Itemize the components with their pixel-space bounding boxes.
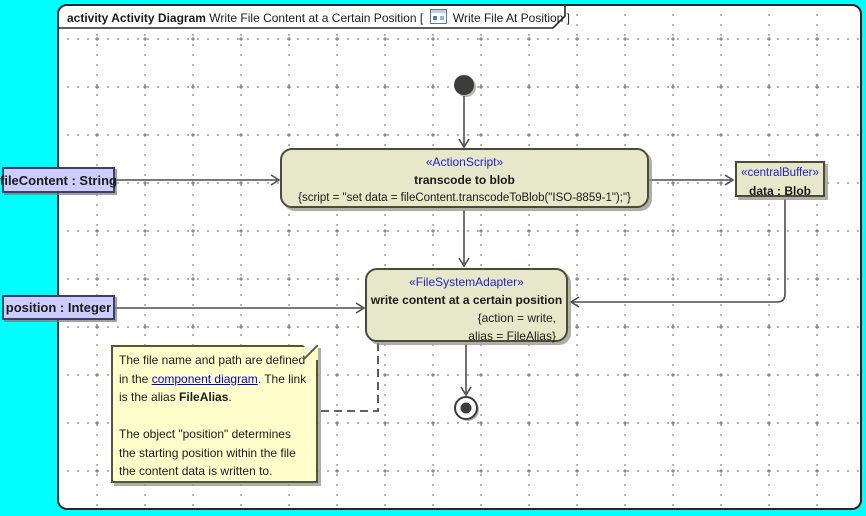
action-transcode-stereotype: «ActionScript» bbox=[425, 155, 504, 169]
frame-title-keyword: activity Activity Diagram bbox=[67, 11, 206, 25]
action-write-tag-line2: alias = FileAlias} bbox=[468, 329, 556, 343]
initial-node[interactable] bbox=[454, 75, 476, 97]
object-position-label: position : Integer bbox=[5, 300, 112, 315]
frame-title: activity Activity Diagram Write File Con… bbox=[67, 9, 627, 27]
action-write-name: write content at a certain position bbox=[370, 293, 563, 307]
note-text-bold: FileAlias bbox=[179, 390, 229, 404]
action-write-content[interactable]: «FileSystemAdapter» write content at a c… bbox=[365, 268, 568, 343]
frame-title-name: Write File Content at a Certain Position… bbox=[209, 11, 424, 25]
note-fold-corner-line bbox=[303, 345, 318, 360]
note-paragraph2: The object "position" determines the sta… bbox=[119, 427, 296, 478]
note-text-part3: . bbox=[228, 390, 232, 404]
edge-transcode-to-write[interactable] bbox=[458, 210, 470, 268]
action-transcode-tag: {script = "set data = fileContent.transc… bbox=[298, 192, 631, 204]
edge-position-to-write[interactable] bbox=[115, 302, 366, 314]
object-node-filecontent[interactable]: fileContent : String bbox=[0, 167, 117, 193]
object-node-position[interactable]: position : Integer bbox=[2, 295, 115, 320]
edge-initial-to-transcode[interactable] bbox=[458, 96, 470, 149]
action-transcode-to-blob[interactable]: «ActionScript» transcode to blob {script… bbox=[280, 148, 649, 208]
edge-write-to-final[interactable] bbox=[460, 344, 472, 397]
edge-buffer-to-write[interactable] bbox=[569, 199, 786, 308]
note-file-alias[interactable]: The file name and path are defined in th… bbox=[111, 345, 318, 483]
note-link-component-diagram[interactable]: component diagram bbox=[151, 371, 258, 386]
frame-title-ref: Write File At Position ] bbox=[452, 11, 571, 25]
diagram-icon bbox=[429, 9, 447, 24]
edge-transcode-to-buffer[interactable] bbox=[649, 174, 735, 186]
note-attachment-link[interactable] bbox=[320, 343, 379, 412]
buffer-name: data : Blob bbox=[749, 184, 811, 198]
note-text-part2: . The link is the alias bbox=[119, 371, 307, 405]
buffer-stereotype: «centralBuffer» bbox=[741, 167, 819, 179]
object-filecontent-label: fileContent : String bbox=[0, 172, 117, 188]
central-buffer-data-blob[interactable]: «centralBuffer» data : Blob bbox=[735, 161, 825, 198]
activity-final-node[interactable] bbox=[454, 396, 479, 421]
edge-filecontent-to-transcode[interactable] bbox=[115, 174, 281, 186]
action-write-stereotype: «FileSystemAdapter» bbox=[409, 275, 524, 289]
action-transcode-name: transcode to blob bbox=[414, 173, 515, 187]
note-text-part1: The file name and path are defined in th… bbox=[119, 353, 306, 386]
action-write-tag-line1: {action = write, bbox=[477, 311, 556, 325]
